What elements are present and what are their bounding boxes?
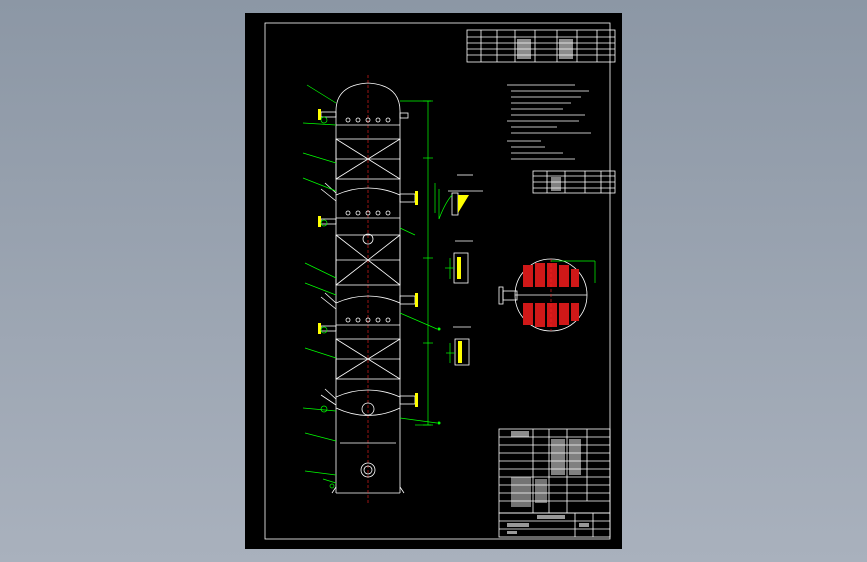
manhole-1 xyxy=(362,233,374,245)
title-block xyxy=(498,428,611,538)
packing-section-3 xyxy=(335,338,401,380)
manhole-2 xyxy=(361,402,375,416)
nozzle-table xyxy=(466,29,616,63)
tray-row-3 xyxy=(336,317,400,326)
material-table xyxy=(532,170,616,194)
technical-notes xyxy=(507,84,591,160)
packing-section-2 xyxy=(335,234,401,286)
manhole-3 xyxy=(360,462,376,478)
dimension-lines xyxy=(302,84,441,489)
packing-section-1 xyxy=(335,138,401,180)
tray-plan-view xyxy=(498,258,596,332)
detail-view xyxy=(438,174,483,366)
tray-row-2 xyxy=(336,210,400,219)
drawing-canvas xyxy=(264,22,616,540)
tray-row-1 xyxy=(336,117,400,126)
drawing-sheet xyxy=(245,13,622,549)
tower-vessel-drawing xyxy=(318,75,418,505)
right-nozzles xyxy=(399,112,418,407)
left-nozzles xyxy=(318,109,337,406)
inner-frame xyxy=(264,22,611,540)
